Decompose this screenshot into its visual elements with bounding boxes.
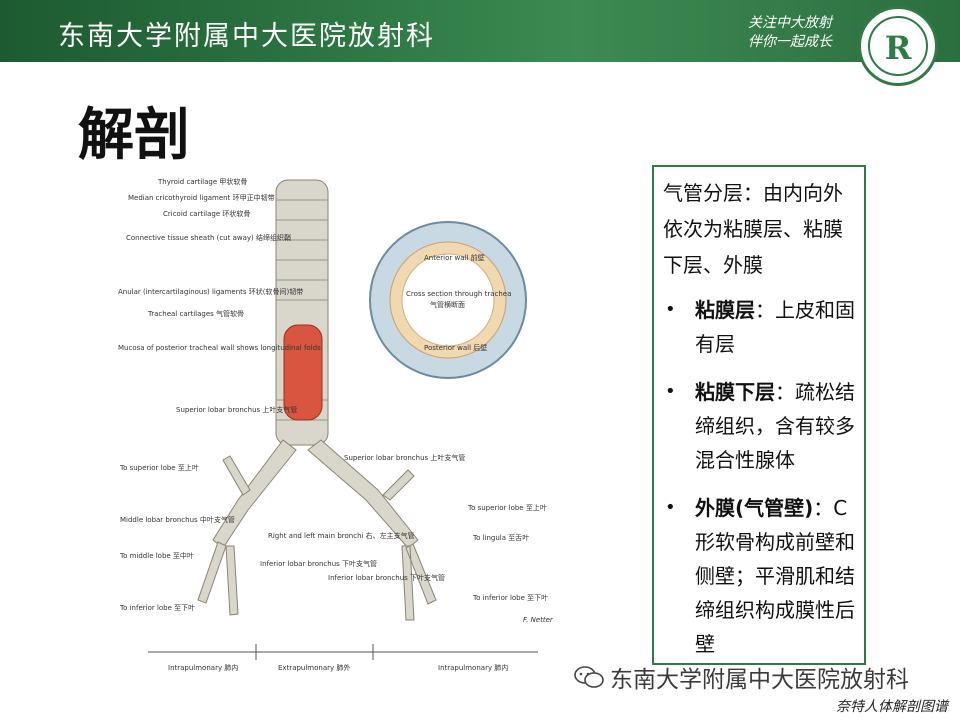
label-to-middle: To middle lobe 至中叶 [119,551,194,560]
hospital-logo: R [858,6,938,86]
logo-ring [868,16,928,76]
label-middle-lobar: Middle lobar bronchus 中叶支气管 [120,515,235,524]
layer-term: 粘膜下层 [695,380,775,404]
layer-desc: ：疏松结缔组织，含有较多混合性腺体 [695,380,855,472]
slogan-line-2: 伴你一起成长 [748,34,832,50]
mucosa-window [283,324,323,421]
label-inf-lobar-l: Inferior lobar bronchus 下叶支气管 [328,573,445,582]
list-item: • 粘膜层：上皮和固有层 [663,293,856,361]
layer-desc: ：C形软骨构成前壁和侧壁；平滑肌和结缔组织构成膜性后壁 [695,496,855,656]
anterior-wall-label: Anterior wall 前壁 [424,253,485,262]
list-item: • 外膜(气管壁)：C形软骨构成前壁和侧壁；平滑肌和结缔组织构成膜性后壁 [663,491,856,661]
header-banner: 东南大学附属中大医院放射科 关注中大放射 伴你一起成长 R [0,0,960,86]
right-upper-branch [222,455,251,496]
logo-mark: R [884,29,912,67]
right-lower-branches [197,541,239,616]
bullet-icon: • [665,497,676,518]
label-tracheal: Tracheal cartilages 气管软骨 [147,309,244,318]
label-intrapulmonary-r: Intrapulmonary 肺内 [438,663,508,672]
label-anular: Anular (intercartilaginous) ligaments 环状… [118,287,303,296]
label-sup-lobar-l: Superior lobar bronchus 上叶支气管 [344,453,465,462]
trachea-anatomy-figure: Cross section through trachea 气管横断面 Ante… [118,177,554,672]
label-to-superior-r: To superior lobe 至上叶 [119,463,199,472]
wechat-icon [574,666,604,688]
label-cricothyroid: Median cricothyroid ligament 环甲正中韧带 [128,193,275,202]
label-to-superior-l: To superior lobe 至上叶 [467,503,547,512]
label-to-lingula: To lingula 至舌叶 [472,533,529,542]
cross-section-label-cn: 气管横断面 [430,300,465,309]
label-sup-lobar-r: Superior lobar bronchus 上叶支气管 [176,405,297,414]
layer-description-box: 气管分层：由内向外依次为粘膜层、粘膜下层、外膜 • 粘膜层：上皮和固有层 • 粘… [652,165,866,665]
header-slogan: 关注中大放射 伴你一起成长 [748,14,832,52]
label-extrapulmonary: Extrapulmonary 肺外 [278,663,350,672]
label-mucosa: Mucosa of posterior tracheal wall shows … [118,344,321,352]
layer-intro-text: 气管分层：由内向外依次为粘膜层、粘膜下层、外膜 [663,181,843,277]
label-cricoid: Cricoid cartilage 环状软骨 [163,209,250,218]
layer-term: 外膜(气管壁) [695,496,814,520]
bullet-icon: • [665,381,676,402]
posterior-wall-label: Posterior wall 后壁 [424,343,487,352]
layer-desc: ：上皮和固有层 [695,298,855,356]
cross-section-lumen [401,253,495,347]
layer-term: 粘膜层 [695,298,755,322]
cross-section-label: Cross section through trachea [406,290,511,298]
source-credit: 奈特人体解剖图谱 [836,699,948,715]
left-upper-branch [382,469,415,501]
watermark-label: 东南大学附属中大医院放射科 [610,667,909,693]
bullet-icon: • [665,299,676,320]
label-thyroid: Thyroid cartilage 甲状软骨 [157,177,247,186]
label-inf-lobar-r: Inferior lobar bronchus 下叶支气管 [260,559,377,568]
watermark-text: 东南大学附属中大医院放射科 [570,660,909,694]
label-signature: F. Netter [523,616,554,624]
left-lower-branches [401,543,437,621]
list-item: • 粘膜下层：疏松结缔组织，含有较多混合性腺体 [663,375,856,477]
slogan-line-1: 关注中大放射 [748,15,832,31]
label-connective: Connective tissue sheath (cut away) 结缔组织… [126,233,291,242]
layer-list: • 粘膜层：上皮和固有层 • 粘膜下层：疏松结缔组织，含有较多混合性腺体 • 外… [663,293,856,661]
page-title: 解剖 [78,103,190,168]
label-to-inferior-r: To inferior lobe 至下叶 [119,603,195,612]
label-to-inferior-l: To inferior lobe 至下叶 [472,593,548,602]
label-intrapulmonary-l: Intrapulmonary 肺内 [168,663,238,672]
header-title: 东南大学附属中大医院放射科 [58,21,435,52]
label-main-bronchi: Right and left main bronchi 右、左主支气管 [268,531,415,540]
